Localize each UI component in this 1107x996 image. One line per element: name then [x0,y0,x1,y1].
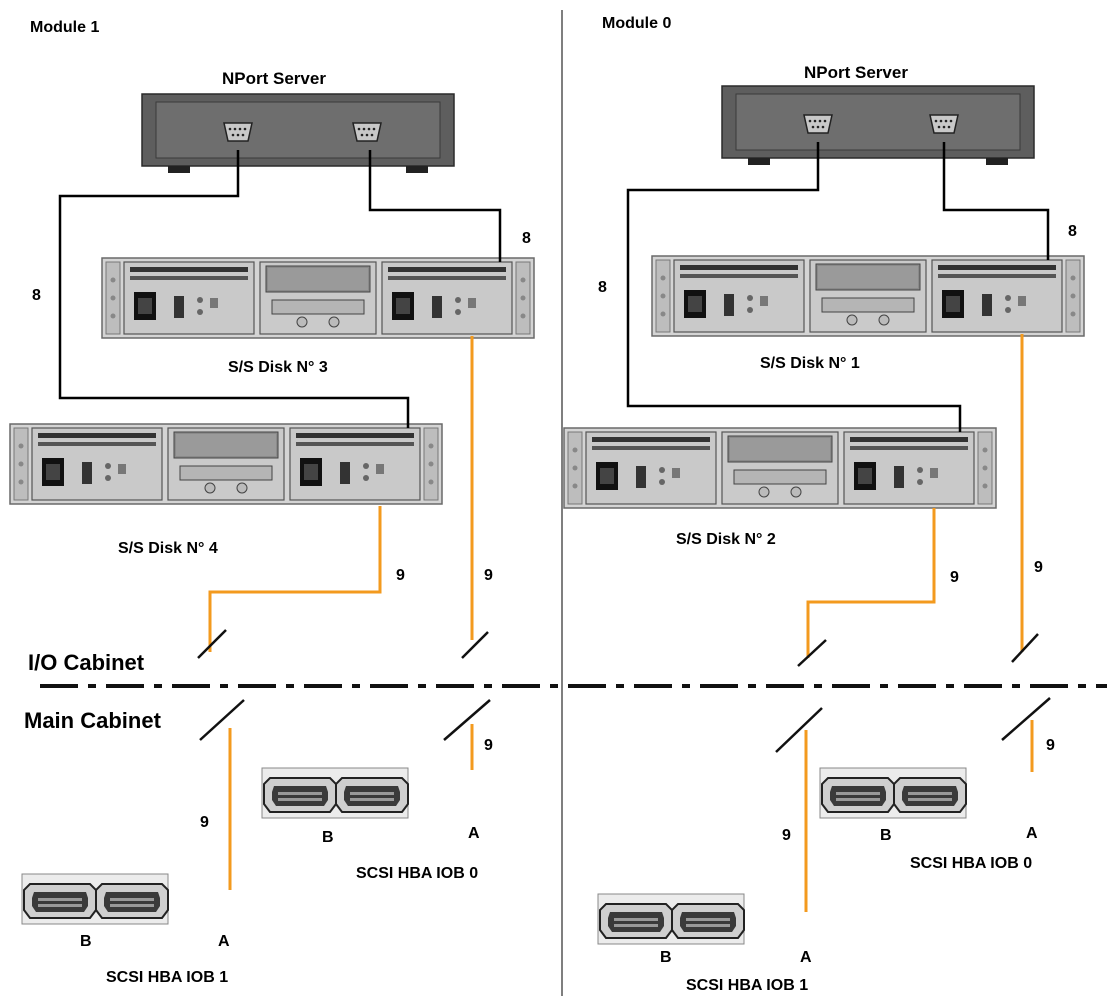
cable-label-8-top: 8 [522,230,531,247]
disk-3-label: S/S Disk N° 3 [228,359,328,376]
cable-label-9-disk-1: 9 [1034,559,1043,576]
hba-iob0-title: SCSI HBA IOB 0 [910,855,1032,872]
cable-label-9-iob1: 9 [200,814,209,831]
nport-server-1-label: NPort Server [222,69,326,88]
scsi-cable-9-disk-4 [208,506,382,652]
disk-2-rack [563,427,997,509]
cable-label-8-top: 8 [1068,223,1077,240]
hba-iob0-title: SCSI HBA IOB 0 [356,865,478,882]
nport-server-0 [721,85,1035,166]
disk-1-label: S/S Disk N° 1 [760,355,860,372]
serial-port-2 [929,114,959,134]
nport-server-0-label: NPort Server [804,63,908,82]
cable-break-mark [443,699,491,741]
hba-iob1-title: SCSI HBA IOB 1 [686,977,808,994]
serial-cable-8-to-disk-1 [942,142,1050,260]
cable-label-9-disk-2: 9 [950,569,959,586]
cable-break-mark [1001,697,1051,741]
hba-port-b: B [322,829,334,846]
cable-label-9-disk-3: 9 [484,567,493,584]
serial-port-1 [803,114,833,134]
cable-label-8-side: 8 [32,287,41,304]
serial-port-1 [223,122,253,142]
hba-port-a: A [218,933,230,950]
cable-break-mark [199,699,245,741]
scsi-hba-iob0-left [261,767,409,819]
disk-1-rack [651,255,1085,337]
cable-break-mark [1011,633,1039,663]
module-1-title: Module 1 [30,19,99,36]
io-cabinet-label: I/O Cabinet [28,650,145,675]
nport-server-1 [141,93,455,174]
scsi-hba-iob0-right [819,767,967,819]
cable-label-8-side: 8 [598,279,607,296]
hba-port-a: A [1026,825,1038,842]
scsi-cable-9-disk-2 [806,508,936,658]
disk-3-rack [101,257,535,339]
hba-port-a: A [800,949,812,966]
hba-port-b: B [660,949,672,966]
cable-break-mark [197,629,227,659]
serial-cable-8-to-disk-3 [368,150,502,262]
cable-break-mark [461,631,489,659]
scsi-hba-iob1-right [597,893,745,945]
serial-cable-8-to-disk-4 [58,150,410,428]
hba-port-b: B [80,933,92,950]
scsi-hba-iob1-left [21,873,169,925]
hba-port-b: B [880,827,892,844]
cable-label-9-iob1: 9 [782,827,791,844]
module-0-title: Module 0 [602,15,671,32]
hba-iob1-title: SCSI HBA IOB 1 [106,969,228,986]
serial-port-2 [352,122,382,142]
disk-4-rack [9,423,443,505]
main-cabinet-label: Main Cabinet [24,708,162,733]
cable-label-9-disk-4: 9 [396,567,405,584]
cable-break-mark [797,639,827,667]
serial-cable-8-to-disk-2 [626,142,962,432]
cable-break-mark [775,707,823,753]
disk-2-label: S/S Disk N° 2 [676,531,776,548]
cable-label-9-iob0: 9 [1046,737,1055,754]
cable-label-9-iob0: 9 [484,737,493,754]
hba-port-a: A [468,825,480,842]
disk-4-label: S/S Disk N° 4 [118,540,218,557]
